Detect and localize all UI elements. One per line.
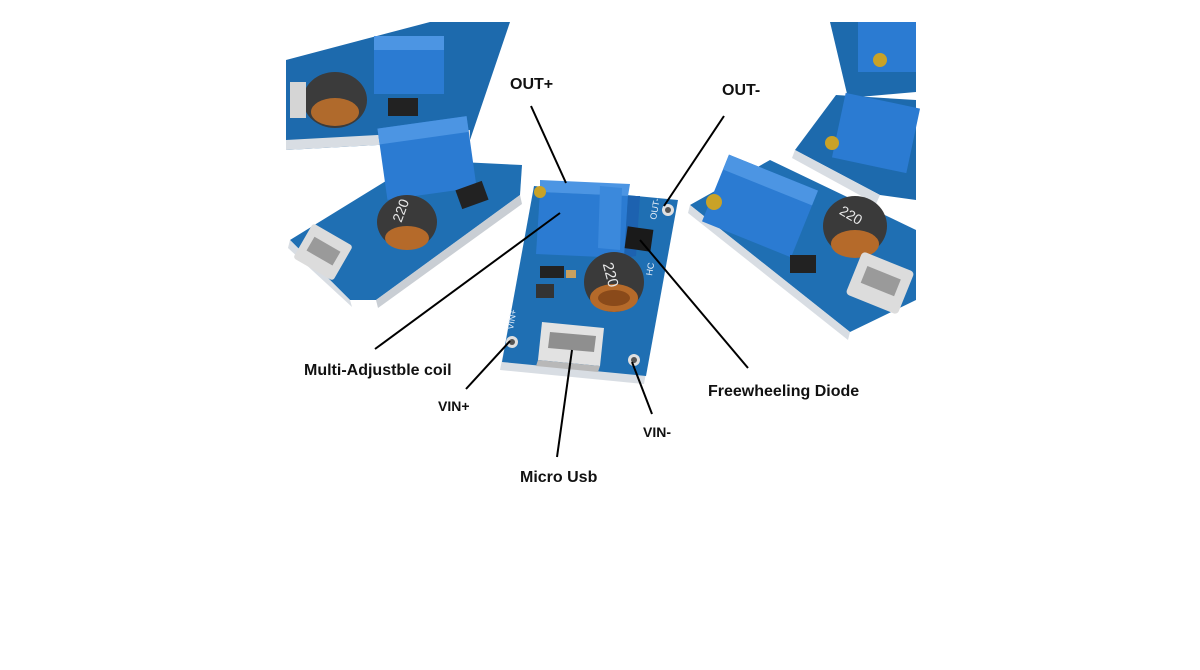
silk-vin-plus: VIN+: [505, 309, 518, 331]
smd-transistor: [536, 284, 554, 298]
leader-diode: [639, 239, 749, 369]
leader-vin-minus: [631, 361, 653, 415]
silk-board-code: HC: [644, 261, 656, 276]
micro-usb-connector: [536, 322, 604, 372]
label-vin-minus: VIN-: [643, 424, 671, 440]
center-inductor-text: 220: [599, 261, 622, 290]
board-center: 220 VIN+ OUT- HC: [500, 180, 678, 384]
potentiometer: [534, 180, 640, 258]
label-usb: Micro Usb: [520, 469, 598, 486]
inductor: 220: [584, 252, 644, 312]
label-out-plus: OUT+: [510, 76, 554, 93]
label-out-minus: OUT-: [722, 82, 761, 99]
board-top-right: [830, 22, 916, 98]
smd-chip: [540, 266, 564, 278]
leader-out-minus: [663, 115, 725, 207]
leader-vin-plus: [465, 340, 511, 390]
board-right-middle: [792, 92, 921, 204]
label-vin-plus: VIN+: [438, 398, 470, 414]
label-coil: Multi-Adjustble coil: [304, 362, 452, 379]
label-diode: Freewheeling Diode: [708, 383, 860, 400]
board-right: 220: [688, 154, 916, 340]
adjust-screw: [534, 186, 546, 198]
board-left: 220: [288, 116, 522, 308]
leader-usb: [556, 349, 573, 458]
leader-lines: [374, 105, 749, 458]
silk-out-minus: OUT-: [648, 197, 662, 220]
freewheeling-diode: [624, 226, 654, 252]
left-inductor-text: 220: [389, 197, 412, 225]
leader-out-plus: [530, 105, 567, 184]
leader-coil: [374, 212, 561, 350]
